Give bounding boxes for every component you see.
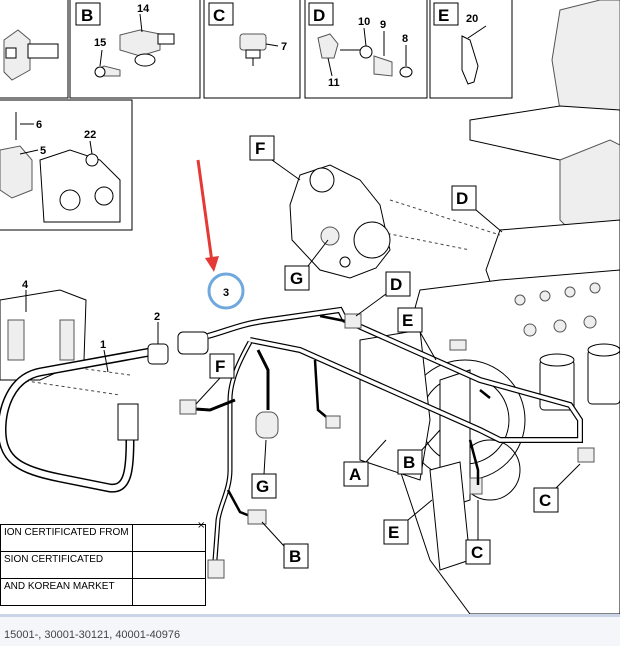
highlight-arrow-head: [205, 256, 219, 272]
part-number-11: 11: [328, 77, 340, 89]
part-number-9: 9: [380, 19, 386, 31]
part-number-1: 1: [100, 339, 106, 351]
inset-d[interactable]: D 10 9 8 11: [304, 0, 428, 99]
notes-cell: ION CERTIFICATED FROM: [0, 524, 133, 552]
part-number-22: 22: [84, 129, 96, 141]
close-icon[interactable]: ×: [197, 520, 206, 531]
engine-block: [359, 0, 620, 614]
callout-a[interactable]: A: [343, 439, 387, 487]
inset-c[interactable]: C 7: [203, 0, 301, 99]
inset-b[interactable]: B 14 15: [69, 0, 201, 99]
inset-e-letter: E: [438, 6, 449, 25]
svg-text:F: F: [215, 357, 225, 376]
callout-c-sensor[interactable]: C: [465, 500, 491, 565]
svg-text:C: C: [539, 491, 551, 510]
svg-text:F: F: [255, 139, 265, 158]
part-number-20: 20: [466, 13, 478, 25]
callout-f-harness[interactable]: F: [195, 353, 235, 405]
svg-text:C: C: [471, 543, 483, 562]
callout-e-lower[interactable]: E: [383, 499, 433, 545]
inset-f[interactable]: 6 5 22: [0, 99, 133, 231]
callout-g-bracket[interactable]: G: [284, 239, 329, 291]
part-number-6: 6: [36, 119, 42, 131]
callout-e-upper[interactable]: E: [397, 307, 437, 361]
svg-text:G: G: [256, 477, 269, 496]
callout-b-harness[interactable]: B: [261, 521, 309, 569]
part-number-15: 15: [94, 37, 106, 49]
svg-text:D: D: [390, 275, 402, 294]
notes-row: AND KOREAN MARKET: [0, 578, 207, 606]
bracket-f-middle: [289, 164, 391, 279]
svg-text:D: D: [456, 189, 468, 208]
notes-row: ION CERTIFICATED FROM: [0, 524, 207, 552]
notes-table: ION CERTIFICATED FROM SION CERTIFICATED …: [0, 524, 207, 606]
notes-row: SION CERTIFICATED: [0, 551, 207, 579]
svg-text:B: B: [403, 453, 415, 472]
inset-e[interactable]: E 20: [429, 0, 513, 99]
part-number-3: 3: [223, 287, 229, 299]
part-number-8: 8: [402, 33, 408, 45]
notes-cell-empty: [131, 578, 207, 606]
svg-text:E: E: [402, 311, 413, 330]
serial-range: 15001-, 30001-30121, 40001-40976: [4, 629, 181, 641]
callout-d-engine[interactable]: D: [451, 185, 503, 233]
svg-text:A: A: [349, 465, 361, 484]
callout-c-engine[interactable]: C: [533, 463, 581, 513]
callout-g-harness[interactable]: G: [251, 439, 277, 499]
part-number-14: 14: [137, 3, 150, 15]
diagram-svg: B 14 15 C 7 D 10 9 8 11: [0, 0, 620, 614]
footer-bar: 15001-, 30001-30121, 40001-40976: [0, 614, 620, 646]
notes-cell-empty: [131, 551, 207, 579]
part-number-5: 5: [40, 145, 46, 157]
notes-cell: AND KOREAN MARKET: [0, 578, 133, 606]
inset-c-letter: C: [213, 6, 225, 25]
highlight-arrow-shaft: [196, 159, 214, 263]
inset-d-letter: D: [313, 6, 325, 25]
part-number-4: 4: [22, 279, 29, 291]
clip-bracket: [0, 289, 87, 381]
part-number-7: 7: [281, 41, 287, 53]
notes-cell: SION CERTIFICATED: [0, 551, 133, 579]
svg-text:E: E: [388, 523, 399, 542]
inset-b-letter: B: [81, 6, 93, 25]
part-number-2: 2: [154, 311, 160, 323]
wiring-harness: [0, 306, 583, 579]
svg-text:B: B: [289, 547, 301, 566]
notes-cell-empty: [131, 524, 207, 552]
inset-a[interactable]: [0, 0, 69, 99]
highlight-circle: [207, 272, 245, 310]
svg-text:G: G: [290, 269, 303, 288]
part-number-10: 10: [358, 16, 370, 28]
callout-d-harness[interactable]: D: [355, 271, 411, 317]
callout-f-bracket[interactable]: F: [249, 135, 301, 181]
callout-b-engine[interactable]: B: [397, 429, 441, 475]
